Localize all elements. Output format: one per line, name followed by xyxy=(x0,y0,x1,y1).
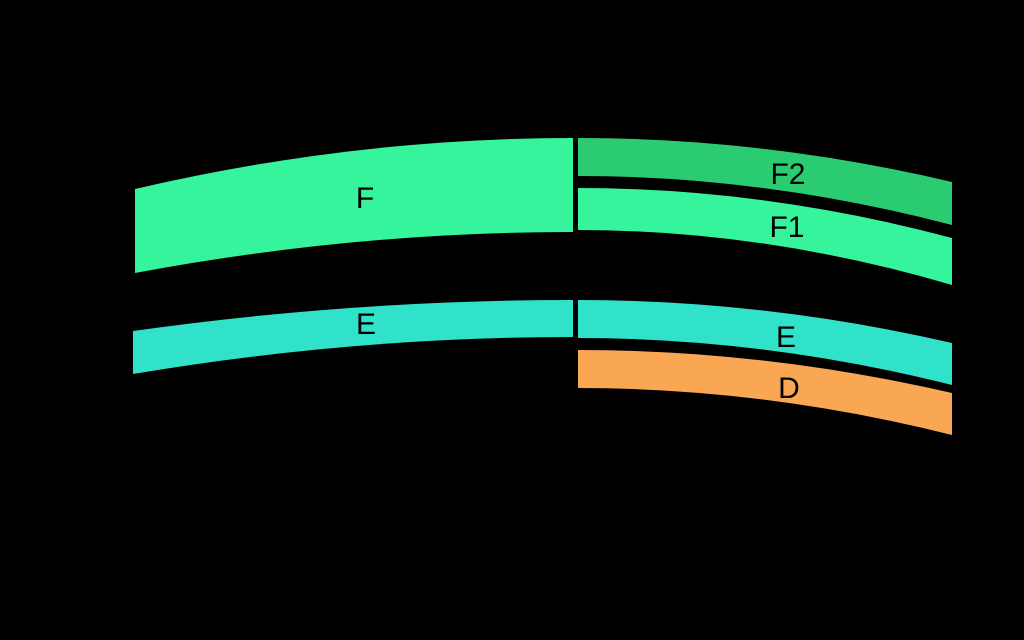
band-F1 xyxy=(578,188,952,285)
band-F xyxy=(135,138,573,273)
band-label-E-right: E xyxy=(776,321,796,354)
band-label-D: D xyxy=(778,372,800,405)
band-label-F2: F2 xyxy=(770,158,805,191)
band-D xyxy=(578,350,952,435)
band-F2 xyxy=(578,138,952,225)
band-label-F1: F1 xyxy=(769,211,804,244)
band-label-F: F xyxy=(356,182,374,215)
band-E-left xyxy=(133,300,573,374)
band-label-E-left: E xyxy=(356,308,376,341)
band-E-right xyxy=(578,300,952,385)
